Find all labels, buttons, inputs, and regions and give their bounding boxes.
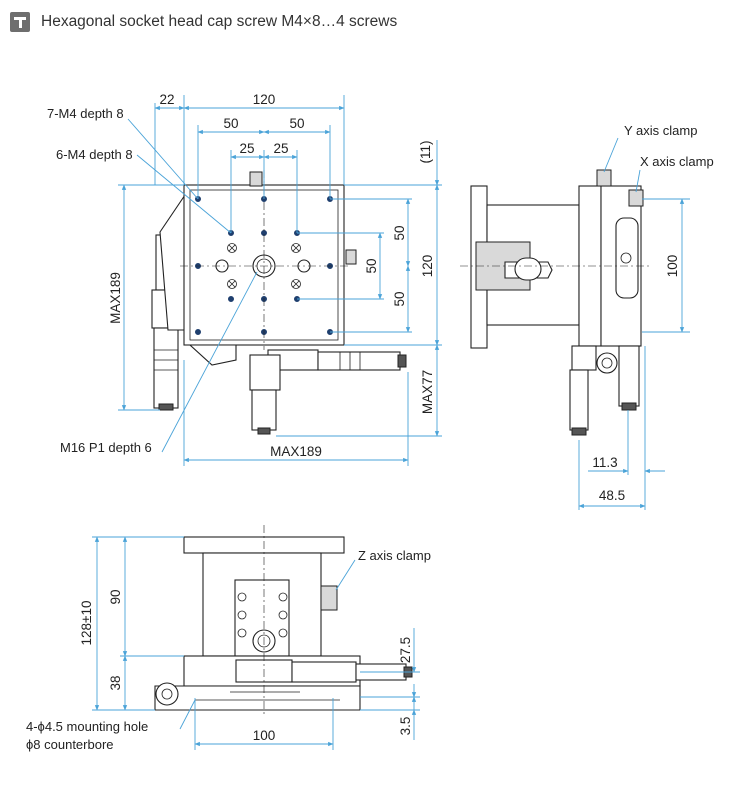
dim-max77: MAX77 [420,370,435,414]
front-base [154,685,361,711]
y-micrometer-end [158,403,174,411]
page-title: Hexagonal socket head cap screw M4×8…4 s… [41,13,398,30]
side-center-slot [514,257,542,281]
dim-100-bottom: 100 [253,728,276,743]
dim-48-5: 48.5 [599,488,625,503]
z-knob-top [249,171,263,187]
dim-50-right: 50 [289,116,304,131]
dim-max189-bottom: MAX189 [270,444,322,459]
z-clamp-knob [320,585,338,611]
dim-90: 90 [108,589,123,604]
front-view [154,525,413,715]
dim-128: 128±10 [79,601,94,646]
side-x-micrometer-thimble [618,345,640,407]
x-micrometer-thimble [317,351,401,371]
dim-25-left: 25 [239,141,254,156]
z-micrometer-thimble [251,389,277,431]
dim-max189-left: MAX189 [108,272,123,324]
dim-100-side: 100 [665,255,680,278]
front-micrometer-barrel [291,661,357,683]
dim-27-5: 27.5 [398,637,413,663]
top-view-dimensions: 22 120 50 50 25 25 (11) 50 50 50 120 MAX… [47,92,442,466]
label-x-clamp: X axis clamp [640,154,714,169]
front-view-dimensions: 128±10 90 38 27.5 3.5 100 Z axis clamp 4… [26,536,431,752]
y-micrometer-thimble [153,327,179,409]
dim-120-right: 120 [420,255,435,278]
side-y-micrometer-thimble [569,369,589,431]
y-clamp-knob [596,169,612,187]
x-clamp-knob-top [345,249,357,265]
front-base-knob [155,682,179,706]
title-bar: Hexagonal socket head cap screw M4×8…4 s… [10,10,397,34]
z-micrometer-end [257,427,271,435]
side-y-micrometer-barrel [571,345,597,371]
side-view [460,169,650,436]
front-screws [237,592,288,638]
side-x-micrometer-head [596,352,618,374]
label-7-m4: 7-M4 depth 8 [47,106,124,121]
dim-22: 22 [159,92,174,107]
label-y-clamp: Y axis clamp [624,123,697,138]
x-micrometer-end [397,354,407,368]
dim-50-r3: 50 [392,291,407,306]
z-micrometer-barrel [249,354,281,391]
dim-50-r2: 50 [364,258,379,273]
dim-50-left: 50 [223,116,238,131]
label-mounting-hole: 4-ϕ4.5 mounting hole [26,719,148,734]
dim-11: (11) [418,140,433,163]
side-x-micrometer-end [621,402,637,411]
label-counterbore: ϕ8 counterbore [26,737,114,752]
dim-50-r1: 50 [392,225,407,240]
label-z-clamp: Z axis clamp [358,548,431,563]
dim-3-5: 3.5 [398,717,413,736]
side-y-micrometer-end [571,427,587,436]
dim-120-top: 120 [253,92,276,107]
dim-11-3: 11.3 [592,455,617,470]
label-m16: M16 P1 depth 6 [60,440,152,455]
label-6-m4: 6-M4 depth 8 [56,147,133,162]
dim-38: 38 [108,675,123,690]
top-view [151,170,407,435]
side-slide-slot [615,217,639,299]
title-bar-icon [10,12,30,32]
side-view-dimensions: 100 11.3 48.5 Y axis clamp X axis clamp [578,123,714,510]
x-clamp-knob [628,189,644,207]
dim-25-right: 25 [273,141,288,156]
